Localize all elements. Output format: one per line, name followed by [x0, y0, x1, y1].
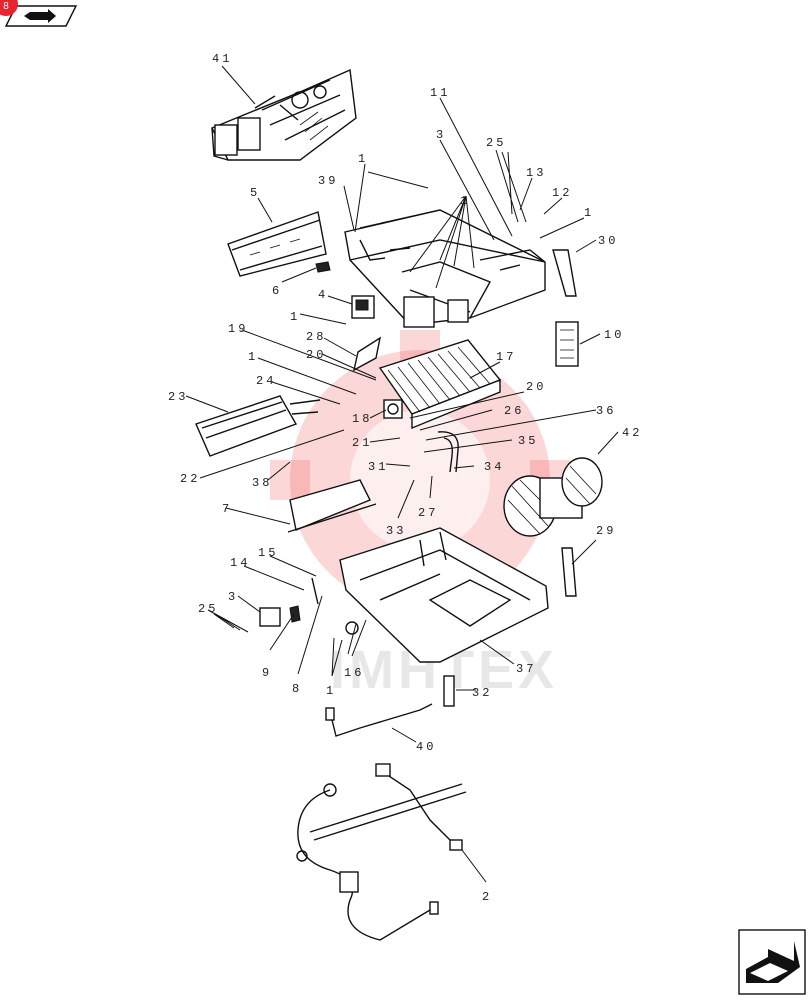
- callout-28: 28: [306, 330, 326, 344]
- callout-15: 15: [258, 546, 278, 560]
- callout-7: 7: [222, 502, 232, 516]
- part-23-heater-core: [195, 395, 321, 457]
- prev-page-button[interactable]: 8: [0, 0, 78, 28]
- part-7-panel: [287, 479, 377, 533]
- part-29-bracket: [561, 547, 577, 597]
- callout-6: 6: [272, 284, 282, 298]
- part-30-bracket: [552, 249, 577, 297]
- part-16-bracket: [345, 621, 359, 635]
- callout-20: 20: [526, 380, 546, 394]
- back-arrow-icon: [4, 5, 78, 27]
- callout-41: 41: [212, 52, 232, 66]
- callout-34: 34: [484, 460, 504, 474]
- callout-38: 38: [252, 476, 272, 490]
- forward-arrow-icon: [738, 929, 806, 995]
- part-40-harness: [325, 703, 433, 737]
- next-page-button[interactable]: [738, 929, 806, 995]
- callout-3: 3: [228, 590, 238, 604]
- callout-13: 13: [526, 166, 546, 180]
- part-5-cover: [227, 211, 327, 277]
- callout-11: 11: [430, 86, 450, 100]
- callout-37: 37: [516, 662, 536, 676]
- callout-23: 23: [168, 390, 188, 404]
- callout-17: 17: [496, 350, 516, 364]
- leader-lines: [185, 65, 619, 883]
- part-42-blower: [503, 457, 603, 537]
- part-32-bracket: [443, 675, 455, 707]
- callout-8: 8: [292, 682, 302, 696]
- callout-22: 22: [180, 472, 200, 486]
- callout-31: 31: [368, 460, 388, 474]
- callout-21: 21: [352, 436, 372, 450]
- part-2-main-harness: [296, 763, 467, 941]
- callout-29: 29: [596, 524, 616, 538]
- part-34-hose: [437, 431, 459, 473]
- callout-25: 25: [198, 602, 218, 616]
- callout-2: 2: [482, 890, 492, 904]
- callout-1: 1: [248, 350, 258, 364]
- part-3-sensor: [259, 607, 281, 627]
- callout-12: 12: [552, 186, 572, 200]
- part-37-lower-case: [339, 527, 549, 663]
- callout-32: 32: [472, 686, 492, 700]
- callout-4: 4: [318, 288, 328, 302]
- part-9-clip: [289, 605, 301, 623]
- callout-labels: 41 1 39 11 3 25 13 12 1 1 30 5 6 4 1 10 …: [168, 52, 642, 904]
- callout-1: 1: [358, 152, 368, 166]
- part-41-upper-housing: [211, 68, 357, 161]
- part-6-clip: [315, 261, 331, 273]
- callout-18: 18: [352, 412, 372, 426]
- callout-5: 5: [250, 186, 260, 200]
- callout-9: 9: [262, 666, 272, 680]
- callout-1: 1: [584, 206, 594, 220]
- callout-24: 24: [256, 374, 276, 388]
- part-10-filter: [555, 321, 579, 367]
- callout-36: 36: [596, 404, 616, 418]
- callout-1: 1: [326, 684, 336, 698]
- callout-19: 19: [228, 322, 248, 336]
- callout-1: 1: [460, 194, 470, 208]
- callout-33: 33: [386, 524, 406, 538]
- callout-30: 30: [598, 234, 618, 248]
- callout-25: 25: [486, 136, 506, 150]
- callout-42: 42: [622, 426, 642, 440]
- part-4-actuator: [351, 295, 375, 319]
- callout-1: 1: [290, 310, 300, 324]
- callout-16: 16: [344, 666, 364, 680]
- callout-27: 27: [418, 506, 438, 520]
- callout-35: 35: [518, 434, 538, 448]
- callout-20: 20: [306, 348, 326, 362]
- callout-14: 14: [230, 556, 250, 570]
- callout-40: 40: [416, 740, 436, 754]
- callout-39: 39: [318, 174, 338, 188]
- part-15-sensor-rod: [311, 577, 319, 605]
- part-39-case: [344, 209, 546, 328]
- part-18-valve: [383, 399, 403, 419]
- callout-10: 10: [604, 328, 624, 342]
- callout-3: 3: [436, 128, 446, 142]
- notification-badge: 8: [0, 0, 18, 16]
- part-28-gasket: [352, 336, 382, 372]
- part-17-evaporator: [378, 339, 502, 430]
- callout-26: 26: [504, 404, 524, 418]
